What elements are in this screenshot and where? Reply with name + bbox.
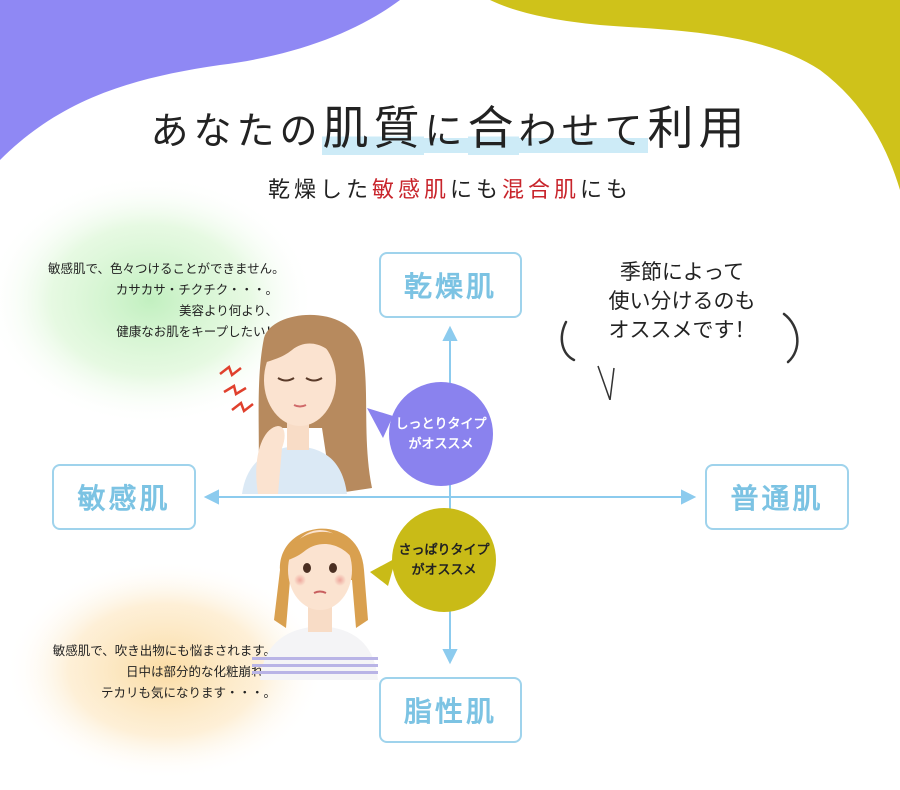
- skin-type-sensitive: 敏感肌: [52, 464, 196, 530]
- fresh-type-badge: [370, 508, 496, 612]
- oily-skin-woman-illustration: [260, 528, 378, 680]
- seasonal-tip-callout: 季節によって 使い分けるのも オススメです！: [584, 258, 780, 345]
- skin-type-normal: 普通肌: [705, 464, 849, 530]
- dry-desc-line: 美容より何より、: [178, 303, 278, 318]
- yellow-glow: [5, 560, 325, 780]
- callout-line: 使い分けるのも: [608, 289, 756, 313]
- page-title: あなたの肌質に合わせて利用: [150, 101, 750, 155]
- skin-type-oily: 脂性肌: [379, 677, 522, 743]
- page-subtitle: 乾燥した敏感肌にも混合肌にも: [267, 178, 633, 203]
- dry-skin-description: 敏感肌で、色々つけることができません。 カサカサ・チクチク・・・。 美容より何よ…: [48, 258, 285, 342]
- oily-desc-line: 日中は部分的な化粧崩れや: [125, 664, 276, 679]
- skin-type-dry: 乾燥肌: [379, 252, 522, 318]
- dry-desc-line: カサカサ・チクチク・・・。: [115, 282, 278, 297]
- fresh-type-line: さっぱりタイプ: [398, 543, 490, 558]
- moist-type-line: がオススメ: [408, 437, 474, 452]
- callout-bubble: [560, 259, 799, 400]
- callout-line: オススメです！: [608, 318, 756, 342]
- fresh-type-label: さっぱりタイプ がオススメ: [392, 541, 496, 581]
- moist-type-line: しっとりタイプ: [395, 417, 487, 432]
- purple-corner-blob: [0, 0, 400, 160]
- yellow-corner-blob: [490, 0, 900, 190]
- moist-type-badge: [367, 382, 493, 486]
- dry-desc-line: 健康なお肌をキープしたい！: [116, 324, 278, 339]
- oily-desc-line: 敏感肌で、吹き出物にも悩まされます。: [52, 643, 276, 658]
- dry-skin-woman-illustration: [242, 314, 372, 494]
- dry-desc-line: 敏感肌で、色々つけることができません。: [48, 261, 285, 276]
- fresh-type-line: がオススメ: [411, 563, 477, 578]
- shirt-stripes: [252, 657, 378, 674]
- callout-line: 季節によって: [619, 260, 745, 284]
- green-glow: [0, 175, 315, 425]
- moist-type-label: しっとりタイプ がオススメ: [389, 415, 493, 455]
- irritation-zigzag-icon: [219, 364, 254, 414]
- oily-desc-line: テカリも気になります・・・。: [100, 685, 276, 700]
- oily-skin-description: 敏感肌で、吹き出物にも悩まされます。 日中は部分的な化粧崩れや テカリも気になり…: [44, 640, 276, 703]
